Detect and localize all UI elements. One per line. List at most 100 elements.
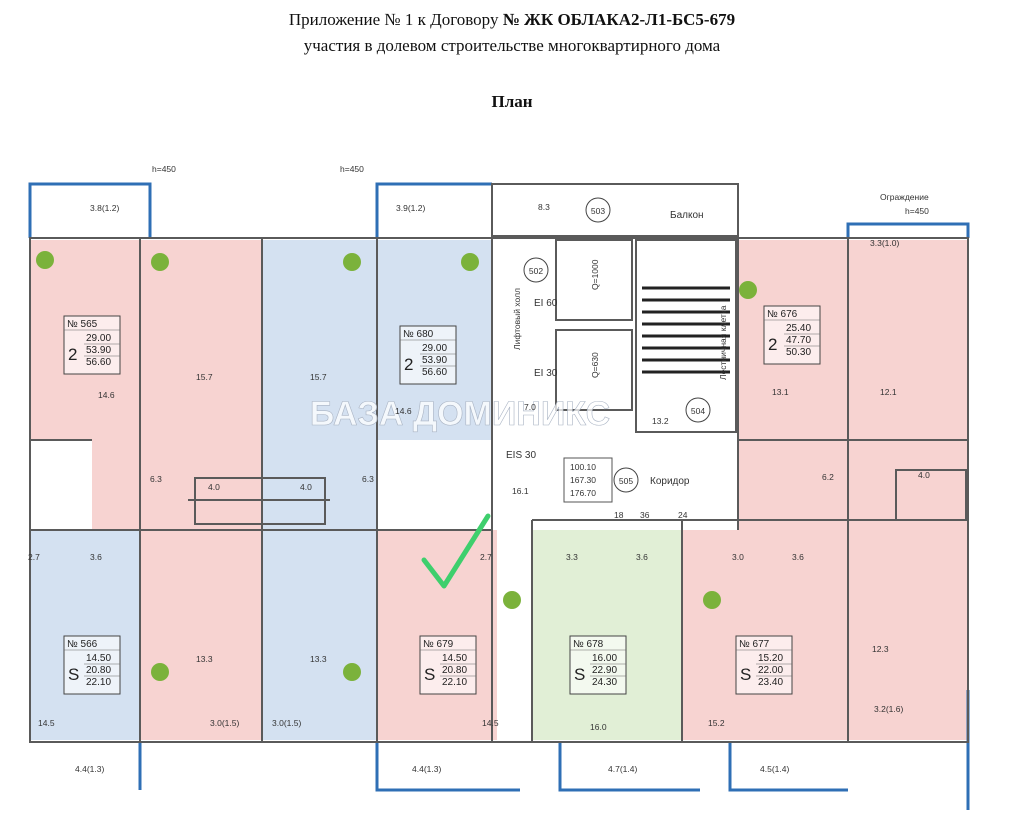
- plant-icon: [461, 253, 479, 271]
- lift-right: [555, 329, 633, 411]
- height-mark: h=450: [152, 164, 176, 174]
- apt-566-room-fill: [140, 530, 262, 740]
- room-area: 14.6: [395, 406, 412, 416]
- balcony-label: Балкон: [670, 210, 704, 221]
- plant-icon: [703, 591, 721, 609]
- room-area: 12.3: [872, 644, 889, 654]
- apartment-area: 22.10: [442, 677, 467, 688]
- room-area: 3.6: [90, 552, 102, 562]
- bath-left: [194, 477, 326, 525]
- apartment-number: № 565: [67, 319, 98, 330]
- apartment-area: 22.10: [86, 677, 111, 688]
- room-area: 15.7: [196, 372, 213, 382]
- height-mark: h=450: [340, 164, 364, 174]
- room-area: 14.5: [482, 718, 499, 728]
- plan-title: План: [491, 92, 533, 111]
- plant-icon: [151, 253, 169, 271]
- check-icon: [421, 513, 491, 589]
- corridor-small: 24: [678, 510, 688, 520]
- walls: [29, 183, 969, 743]
- room-503-badge: [585, 197, 611, 223]
- lift-left: [555, 239, 633, 321]
- balcony-area: 4.7(1.4): [608, 764, 637, 774]
- plant-icon: [343, 663, 361, 681]
- room-area: 6.3: [362, 474, 374, 484]
- room-area: 2.7: [480, 552, 492, 562]
- header-prefix: Приложение № 1 к Договору: [288, 10, 499, 29]
- apartment-label-frame: [419, 635, 477, 695]
- corridor-label: Коридор: [650, 476, 690, 487]
- stairwell: [635, 239, 737, 433]
- room-area: 3.6: [792, 552, 804, 562]
- height-mark: h=450: [905, 206, 929, 216]
- railing-label: Ограждение: [880, 192, 929, 202]
- header-line-1: Приложение № 1 к Договору № ЖК ОБЛАКА2-Л…: [0, 10, 1024, 30]
- contract-number: № ЖК ОБЛАКА2-Л1-БС5-679: [502, 10, 736, 29]
- plant-icon: [36, 251, 54, 269]
- apt-679-fill: [377, 530, 497, 740]
- room-area: 2.7: [28, 552, 40, 562]
- hall-mid-fill: [262, 440, 377, 530]
- apartment-label-frame: [763, 305, 821, 365]
- apartment-label-frame: [735, 635, 793, 695]
- room-502-badge: [523, 257, 549, 283]
- room-area: 15.2: [708, 718, 725, 728]
- hall-right-fill: [738, 440, 848, 530]
- apartment-area: 53.90: [422, 355, 447, 366]
- apt-677-fill: [682, 530, 848, 740]
- apartment-area: 16.00: [592, 653, 617, 664]
- balcony-area: 4.5(1.4): [760, 764, 789, 774]
- plant-icon: [503, 591, 521, 609]
- room-area: 6.3: [150, 474, 162, 484]
- apartment-rooms: 2: [68, 345, 77, 364]
- unit-fills: [30, 240, 968, 740]
- apt-676-room-fill: [848, 240, 968, 520]
- area-stair: 13.2: [652, 416, 669, 426]
- apartment-area: 20.80: [442, 665, 467, 676]
- room-area: 13.3: [310, 654, 327, 664]
- room-area: 14.6: [98, 390, 115, 400]
- balcony-area: 4.4(1.3): [75, 764, 104, 774]
- apartment-area: 56.60: [86, 357, 111, 368]
- room-502: 502: [529, 266, 543, 276]
- balcony-core: [491, 183, 739, 237]
- apt-680-room-fill: [262, 240, 377, 440]
- header-line-2: участия в долевом строительстве многоква…: [303, 36, 721, 55]
- apartment-area: 29.00: [422, 343, 447, 354]
- balcony-frame-5: [375, 742, 848, 792]
- balcony-area: 3.9(1.2): [396, 203, 425, 213]
- apartment-area: 22.90: [592, 665, 617, 676]
- apt-678-fill: [532, 530, 682, 740]
- room-area: 3.3: [566, 552, 578, 562]
- apartment-area: 47.70: [786, 335, 811, 346]
- room-area: 13.1: [772, 387, 789, 397]
- apartment-area: 14.50: [86, 653, 111, 664]
- hall-left-fill: [92, 440, 262, 530]
- apartment-number: № 676: [767, 309, 798, 320]
- ei60-label: EI 60: [534, 298, 558, 309]
- room-area: 4.0: [300, 482, 312, 492]
- corridor-total: 100.10: [570, 462, 596, 472]
- apartment-area: 56.60: [422, 367, 447, 378]
- apartment-rooms: S: [740, 665, 751, 684]
- apartment-rooms: S: [574, 665, 585, 684]
- apartment-label-frame: [399, 325, 457, 385]
- apartment-number: № 678: [573, 639, 604, 650]
- corridor-total: 167.30: [570, 475, 596, 485]
- plant-icon: [343, 253, 361, 271]
- lift-capacity: Q=630: [590, 352, 600, 378]
- balcony-frame-2: [375, 182, 492, 238]
- apartment-area: 25.40: [786, 323, 811, 334]
- balcony-area: 3.2(1.6): [874, 704, 903, 714]
- apartment-area: 14.50: [442, 653, 467, 664]
- plant-icon: [151, 663, 169, 681]
- apt-566-fill: [30, 530, 140, 740]
